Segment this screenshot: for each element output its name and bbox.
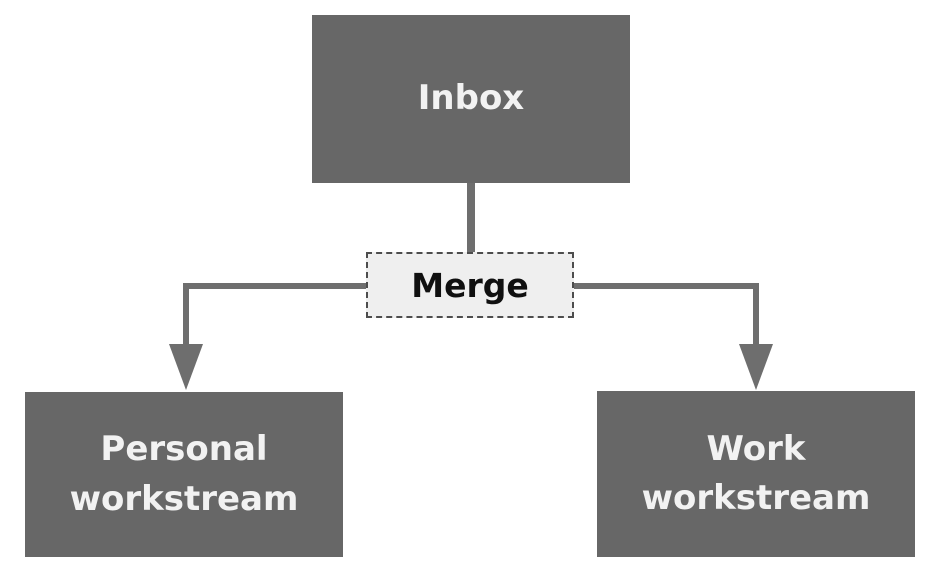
node-personal-workstream: Personal workstream [25,392,343,557]
node-merge: Merge [366,252,574,318]
arrowhead-merge-personal [169,344,203,390]
node-merge-label: Merge [411,265,529,305]
connector-merge-work [574,283,759,348]
node-work-workstream-label: Work workstream [641,428,871,518]
arrowhead-merge-work [739,344,773,390]
node-work-workstream: Work workstream [597,391,915,557]
node-personal-workstream-label: Personal workstream [69,429,299,519]
node-inbox-label: Inbox [417,78,525,119]
node-inbox: Inbox [312,15,630,183]
connector-merge-personal [183,283,366,348]
